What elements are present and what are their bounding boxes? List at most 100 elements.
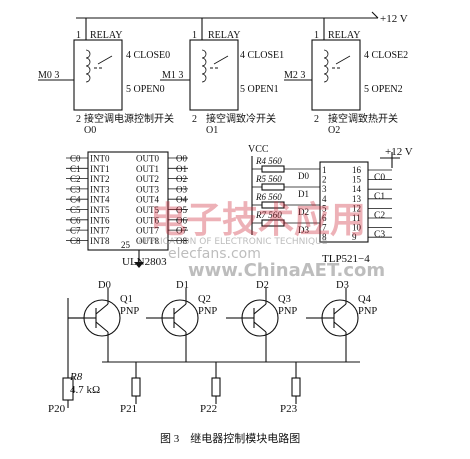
port-labels: P20 P21 P22 P23 (48, 362, 301, 415)
watermark-site2: elecfans.com (168, 246, 261, 262)
uln-output: OUT1 (136, 164, 159, 174)
relay-2: 1 RELAY M2 3 4 CLOSE2 5 OPEN2 2 接空调致热开关 … (284, 18, 408, 136)
opto-right-pin: 16 (352, 165, 362, 175)
uln-left-net: C3 (70, 184, 81, 194)
uln-output: OUT3 (136, 184, 159, 194)
relay-out: O2 (328, 125, 340, 136)
ground-symbol (134, 262, 144, 268)
uln-pin25: 25 (121, 240, 131, 250)
transistor-type: PNP (198, 306, 217, 317)
uln-right-net: O0 (176, 154, 187, 164)
relay-pin1: 1 (192, 30, 197, 41)
opto-resistor-label: R7 560 (255, 210, 282, 220)
opto-left-pin: 4 (322, 194, 327, 204)
transistor-base-net: D2 (256, 280, 269, 291)
watermark-site1: www.ChinaAET.com (188, 260, 385, 281)
vcc-label: VCC (248, 144, 269, 155)
opto-left-pin: 5 (322, 203, 327, 213)
uln-right-net: O7 (176, 226, 187, 236)
opto-left-pin: 2 (322, 175, 327, 185)
opto-left-pin: 8 (322, 232, 327, 242)
transistor-name: Q2 (198, 294, 211, 305)
supply-label-top: +12 V (380, 13, 408, 25)
relay-in: M1 3 (162, 70, 183, 81)
relay-out: O0 (84, 125, 96, 136)
uln-left-net: C4 (70, 195, 81, 205)
opto-right-pin: 9 (352, 232, 357, 242)
relay-desc: 接空调致热开关 (328, 112, 398, 125)
opto-resistor-label: R5 560 (255, 174, 282, 184)
opto-resistor-label: R4 560 (255, 156, 282, 166)
watermark-main: 电子技术应用 (150, 200, 366, 241)
opto-output: C1 (374, 192, 385, 202)
relay-close: 4 CLOSE1 (240, 50, 284, 61)
port-label: P20 (48, 403, 66, 415)
opto-input: D0 (298, 171, 309, 181)
transistor-type: PNP (120, 306, 139, 317)
uln-input: INT8 (90, 236, 110, 246)
uln-left-net: C8 (70, 236, 81, 246)
opto-resistor (261, 183, 285, 191)
opto-left-pin: 3 (322, 184, 327, 194)
uln-input: INT1 (90, 164, 110, 174)
port-label: P23 (280, 403, 298, 415)
opto-input: D3 (298, 225, 309, 235)
relay-pin2: 2 (192, 114, 197, 125)
r8-name: R8 (69, 371, 83, 383)
uln-input: INT5 (90, 205, 110, 215)
opto-output: C3 (374, 230, 385, 240)
opto-left-pin: 6 (322, 213, 327, 223)
opto-left-pin: 7 (322, 223, 327, 233)
relay-open: 5 OPEN1 (240, 84, 279, 95)
uln-left-net: C2 (70, 174, 81, 184)
uln-right-net: O3 (176, 184, 187, 194)
r8-value: 4.7 kΩ (70, 384, 100, 396)
uln-output: OUT7 (136, 226, 159, 236)
uln-right-net: O5 (176, 205, 187, 215)
port-label: P21 (120, 403, 137, 415)
transistor-base-net: D1 (176, 280, 189, 291)
uln-input: INT4 (90, 195, 110, 205)
relay-open: 5 OPEN2 (364, 84, 403, 95)
port-resistor (131, 377, 141, 397)
transistor-type: PNP (358, 306, 377, 317)
opto-left-pin: 1 (322, 165, 327, 175)
uln-name: ULN2803 (122, 256, 167, 268)
port-label: P22 (200, 403, 217, 415)
transistor-name: Q3 (278, 294, 291, 305)
relay-1: 1 RELAY M1 3 4 CLOSE1 5 OPEN1 2 接空调致冷开关 … (160, 18, 284, 136)
opto-right-pin: 14 (352, 184, 362, 194)
relay-close: 4 CLOSE0 (126, 50, 170, 61)
watermark-sub: APPLICATION OF ELECTRONIC TECHNIQUE (138, 237, 328, 247)
relay-title: RELAY (208, 30, 240, 41)
port-resistor (291, 377, 301, 397)
transistor-base-net: D0 (98, 280, 111, 291)
uln-right-net: O2 (176, 174, 187, 184)
uln-output: OUT4 (136, 195, 159, 205)
transistor-base-net: D3 (336, 280, 349, 291)
uln-input: INT6 (90, 215, 110, 225)
uln-output: OUT0 (136, 154, 159, 164)
opto-output: C2 (374, 211, 385, 221)
opto-resistor-label: R6 560 (255, 192, 282, 202)
uln-left-net: C6 (70, 215, 81, 225)
uln-input: INT2 (90, 174, 110, 184)
uln-output: OUT6 (136, 215, 159, 225)
uln-output: OUT5 (136, 205, 159, 215)
transistor-name: Q4 (358, 294, 372, 305)
opto-output: C0 (374, 173, 385, 183)
opto-right-pin: 11 (352, 213, 361, 223)
uln-output: OUT2 (136, 174, 159, 184)
uln-left-net: C7 (70, 226, 81, 236)
supply-label-opto: +12 V (385, 146, 413, 158)
transistor-type: PNP (278, 306, 297, 317)
relay-pin1: 1 (314, 30, 319, 41)
